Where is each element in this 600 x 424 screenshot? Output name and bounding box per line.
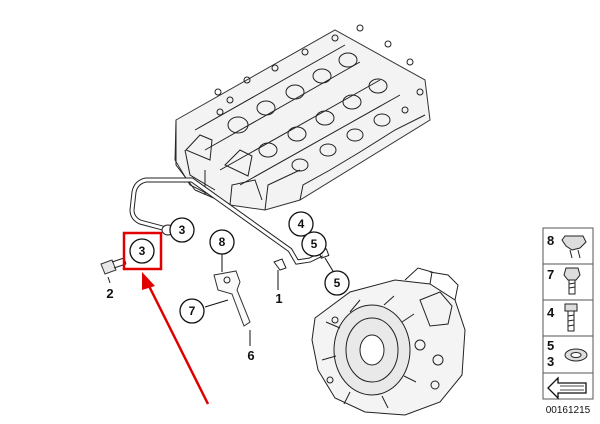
screw-part-2	[100, 257, 127, 284]
callout-5-bottom: 5	[324, 270, 350, 296]
diagram-code: 00161215	[546, 405, 591, 416]
svg-text:5: 5	[334, 276, 341, 290]
clip-icon	[561, 235, 587, 259]
svg-text:4: 4	[298, 217, 305, 231]
callout-3-highlighted: 3	[129, 238, 155, 264]
callout-4: 4	[288, 211, 314, 237]
label-6: 6	[247, 348, 254, 363]
bracket-part-6	[204, 253, 251, 346]
legend-label-3: 3	[547, 354, 554, 369]
seal-ring-icon	[564, 348, 588, 362]
callout-8: 8	[209, 229, 235, 255]
bolt-icon	[563, 267, 581, 295]
svg-text:8: 8	[219, 235, 226, 249]
legend-label-4: 4	[547, 305, 555, 320]
svg-text:7: 7	[189, 304, 196, 318]
callout-7: 7	[179, 298, 205, 324]
legend-label-5: 5	[547, 338, 554, 353]
label-2: 2	[106, 286, 113, 301]
cylinder-head-drawing	[174, 24, 431, 211]
svg-text:5: 5	[311, 237, 318, 251]
callout-5-top: 5	[301, 231, 327, 257]
callout-3-top: 3	[169, 217, 195, 243]
screw-icon	[564, 303, 578, 332]
red-arrow	[142, 272, 210, 405]
svg-text:3: 3	[179, 223, 186, 237]
parts-legend: 8 7 4 5 3	[542, 227, 594, 400]
legend-label-8: 8	[547, 233, 554, 248]
highlight-box	[122, 231, 163, 271]
label-1: 1	[275, 291, 282, 306]
water-pump-drawing	[311, 267, 466, 416]
svg-text:3: 3	[139, 244, 146, 258]
direction-arrow-icon	[547, 376, 587, 400]
legend-label-7: 7	[547, 267, 554, 282]
